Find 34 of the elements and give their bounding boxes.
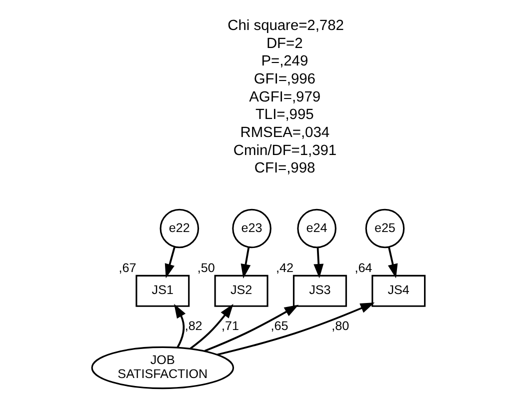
node-box: JS2 (214, 274, 268, 307)
edge-label: ,65 (270, 318, 288, 333)
node-circle: e24 (296, 208, 336, 248)
node-ellipse: JOB SATISFACTION (90, 346, 234, 390)
arrow (204, 304, 298, 352)
node-circle: e23 (232, 208, 271, 248)
node-label: ,50 (196, 261, 214, 276)
node-circle: e25 (364, 208, 404, 248)
arrow (387, 246, 398, 278)
edge-label: ,71 (221, 318, 239, 333)
arrow (240, 247, 250, 278)
edge-label: ,82 (184, 318, 202, 333)
label: TLI=,995 (254, 107, 314, 124)
node-circle: e22 (159, 208, 199, 248)
label: CFI=,998 (254, 160, 315, 177)
edge-label: ,80 (331, 318, 349, 333)
node-box: JS4 (371, 274, 426, 307)
label: Chi square=2,782 (227, 18, 344, 34)
arrow (189, 304, 233, 350)
node-label: ,42 (276, 261, 294, 276)
arrow (164, 246, 175, 278)
node-box: JS1 (135, 274, 190, 307)
label: GFI=,996 (253, 71, 315, 88)
node-box: JS3 (292, 274, 346, 307)
arrow (313, 248, 324, 278)
node-label: ,64 (354, 261, 372, 276)
label: Cmin/DF=1,391 (232, 142, 336, 159)
label: DF=2 (266, 36, 302, 52)
label: RMSEA=,034 (240, 124, 330, 141)
node-label: ,67 (118, 261, 136, 276)
arrow (174, 304, 186, 348)
label: P=,249 (260, 54, 308, 70)
label: AGFI=,979 (248, 89, 320, 106)
arrow (216, 302, 374, 356)
